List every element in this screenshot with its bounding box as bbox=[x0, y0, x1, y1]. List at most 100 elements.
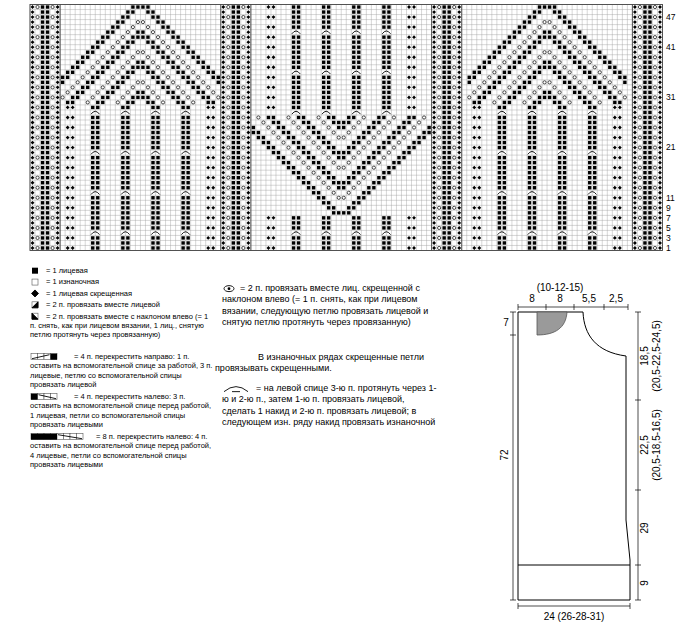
grid-line bbox=[195, 5, 196, 251]
knit-stitch bbox=[387, 51, 390, 54]
knit-stitch bbox=[46, 86, 49, 89]
knit-stitch bbox=[503, 221, 506, 224]
knit-stitch bbox=[267, 141, 270, 144]
twisted-stitch bbox=[457, 196, 461, 200]
knit-stitch bbox=[357, 166, 360, 169]
knit-stitch bbox=[237, 35, 240, 38]
knit-stitch bbox=[563, 116, 566, 119]
knit-stitch bbox=[342, 186, 345, 189]
twisted-stitch bbox=[618, 236, 622, 240]
knit-stitch bbox=[648, 146, 651, 149]
twisted-stitch bbox=[412, 246, 416, 250]
knit-stitch bbox=[232, 206, 235, 209]
knit-stitch bbox=[41, 25, 44, 28]
knit-stitch bbox=[181, 106, 184, 109]
knit-stitch bbox=[588, 161, 591, 164]
knit-stitch bbox=[287, 166, 290, 169]
knit-stitch bbox=[442, 146, 445, 149]
twisted-stitch bbox=[31, 191, 35, 195]
knit-stitch bbox=[483, 66, 486, 69]
twisted-stitch bbox=[618, 226, 622, 230]
knit-stitch bbox=[237, 146, 240, 149]
knit-stitch bbox=[332, 116, 335, 119]
knit-stitch bbox=[568, 86, 571, 89]
twisted-stitch bbox=[206, 246, 210, 250]
separator-line bbox=[431, 5, 432, 251]
knit-stitch bbox=[573, 56, 576, 59]
grid-line bbox=[506, 5, 507, 251]
knit-stitch bbox=[327, 146, 330, 149]
knit-stitch bbox=[528, 246, 531, 249]
knit-stitch bbox=[312, 186, 315, 189]
knit-stitch bbox=[648, 246, 651, 249]
knit-stitch bbox=[498, 81, 501, 84]
grid-line bbox=[30, 34, 663, 35]
knit-stitch bbox=[196, 61, 199, 64]
knit-stitch bbox=[327, 171, 330, 174]
separator-line bbox=[461, 5, 462, 251]
grid-line bbox=[200, 5, 201, 251]
knit-stitch bbox=[447, 66, 450, 69]
grid-line bbox=[486, 5, 487, 251]
knit-stitch bbox=[583, 101, 586, 104]
knit-stitch bbox=[447, 51, 450, 54]
knit-stitch bbox=[237, 181, 240, 184]
twisted-stitch bbox=[407, 226, 411, 230]
knit-stitch bbox=[96, 141, 99, 144]
twisted-stitch bbox=[432, 196, 436, 200]
knit-stitch bbox=[528, 166, 531, 169]
grid-line bbox=[411, 5, 412, 251]
knit-stitch bbox=[347, 116, 350, 119]
knit-stitch bbox=[593, 76, 596, 79]
grid-line bbox=[281, 5, 282, 251]
knit-stitch bbox=[608, 91, 611, 94]
knit-stitch bbox=[232, 201, 235, 204]
twisted-stitch bbox=[457, 146, 461, 150]
twisted-stitch bbox=[246, 171, 250, 175]
knit-stitch bbox=[357, 15, 360, 18]
knit-stitch bbox=[558, 241, 561, 244]
knit-stitch bbox=[488, 56, 491, 59]
grid-line bbox=[612, 5, 613, 251]
knit-stitch bbox=[46, 206, 49, 209]
knit-stitch bbox=[46, 30, 49, 33]
knit-stitch bbox=[382, 116, 385, 119]
knit-stitch bbox=[237, 141, 240, 144]
knit-stitch bbox=[292, 61, 295, 64]
knit-stitch bbox=[151, 45, 154, 48]
knit-stitch bbox=[643, 181, 646, 184]
grid-line bbox=[105, 5, 106, 251]
knit-stitch bbox=[181, 246, 184, 249]
knit-stitch bbox=[96, 121, 99, 124]
knit-stitch bbox=[442, 5, 445, 8]
knit-stitch bbox=[528, 136, 531, 139]
knit-stitch bbox=[86, 86, 89, 89]
knit-stitch bbox=[648, 116, 651, 119]
knit-stitch bbox=[573, 86, 576, 89]
knit-stitch bbox=[593, 156, 596, 159]
knit-stitch bbox=[232, 96, 235, 99]
twisted-stitch bbox=[633, 146, 637, 150]
knit-stitch bbox=[643, 116, 646, 119]
knit-stitch bbox=[151, 76, 154, 79]
knit-stitch bbox=[563, 15, 566, 18]
knit-stitch bbox=[503, 136, 506, 139]
knit-stitch bbox=[442, 76, 445, 79]
knit-stitch bbox=[447, 86, 450, 89]
knit-stitch bbox=[648, 96, 651, 99]
knit-stitch bbox=[442, 206, 445, 209]
knit-stitch bbox=[533, 171, 536, 174]
dimension-tick bbox=[628, 304, 629, 310]
knit-stitch bbox=[377, 181, 380, 184]
knit-stitch bbox=[352, 146, 355, 149]
twisted-stitch bbox=[457, 206, 461, 210]
knit-stitch bbox=[121, 226, 124, 229]
knit-stitch bbox=[121, 171, 124, 174]
knit-stitch bbox=[146, 10, 149, 13]
knit-stitch bbox=[91, 186, 94, 189]
knit-stitch bbox=[151, 161, 154, 164]
knit-stitch bbox=[342, 121, 345, 124]
grid-line bbox=[30, 200, 663, 201]
knit-stitch bbox=[442, 106, 445, 109]
knit-stitch bbox=[151, 156, 154, 159]
